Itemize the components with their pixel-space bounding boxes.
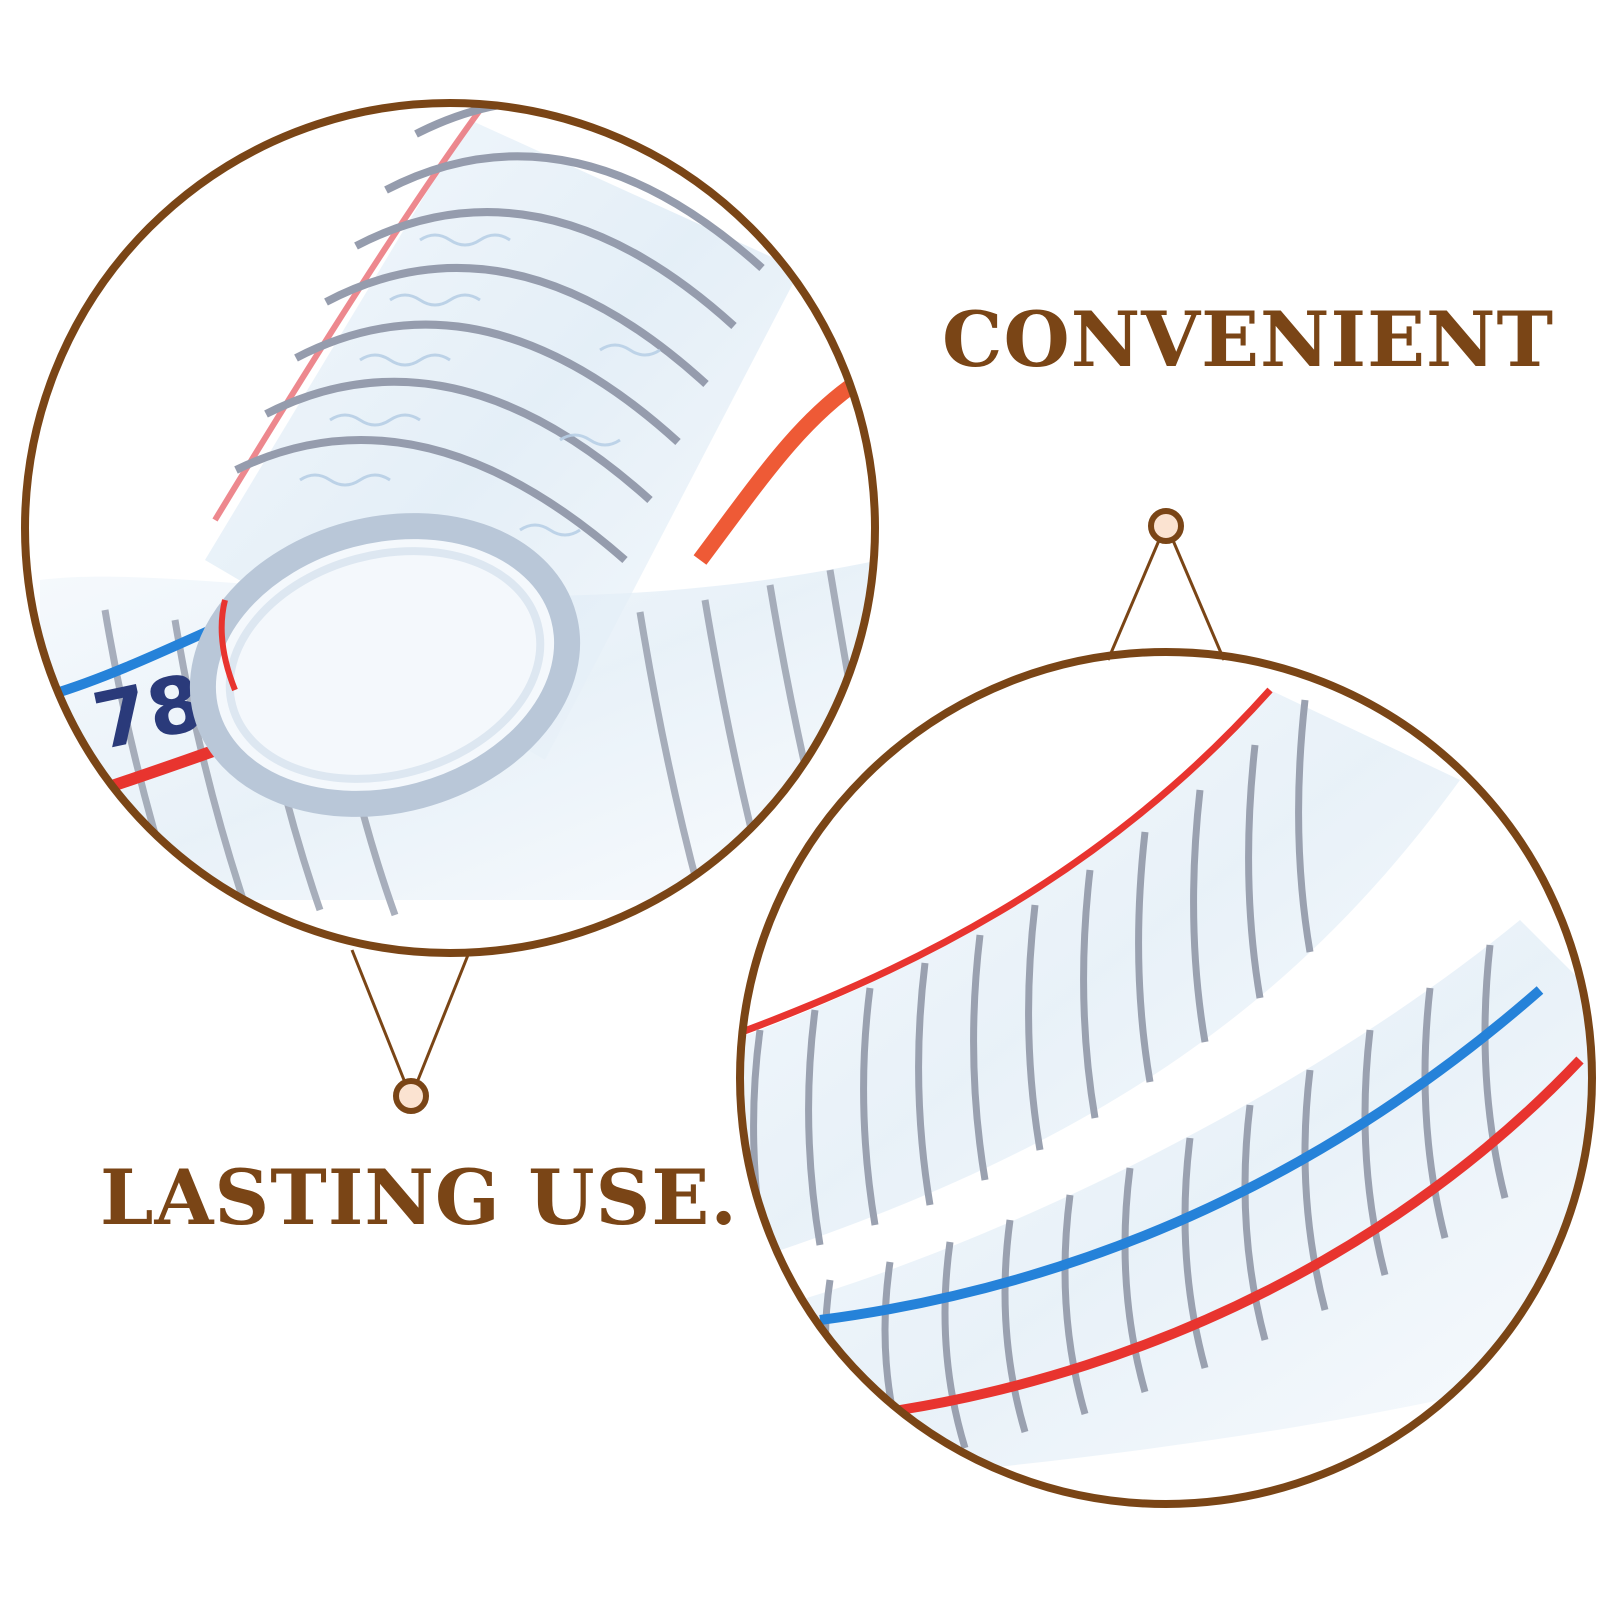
hose-opening — [189, 513, 581, 817]
right-zoom-frame — [736, 648, 1596, 1508]
main-hose-section — [189, 103, 800, 817]
headline-lasting-use: LASTING USE. — [100, 1153, 738, 1242]
headline-convenient: CONVENIENT — [942, 295, 1555, 384]
upper-hose-section — [740, 687, 1460, 1270]
hose-closeup-left: 78 — [25, 103, 875, 953]
left-zoom-frame — [21, 99, 879, 957]
callout-pointer-right — [1106, 508, 1226, 661]
callout-pointer-left — [350, 949, 472, 1114]
red-stripe-lower — [899, 1056, 1584, 1415]
red-stripe-upper — [740, 687, 1273, 1044]
tube-marking: 78 — [86, 658, 211, 769]
hose-closeup-right — [740, 652, 1592, 1504]
callout-pin-left — [393, 1078, 429, 1114]
callout-pin-right — [1148, 508, 1184, 544]
blue-stripe-lower — [819, 986, 1544, 1325]
